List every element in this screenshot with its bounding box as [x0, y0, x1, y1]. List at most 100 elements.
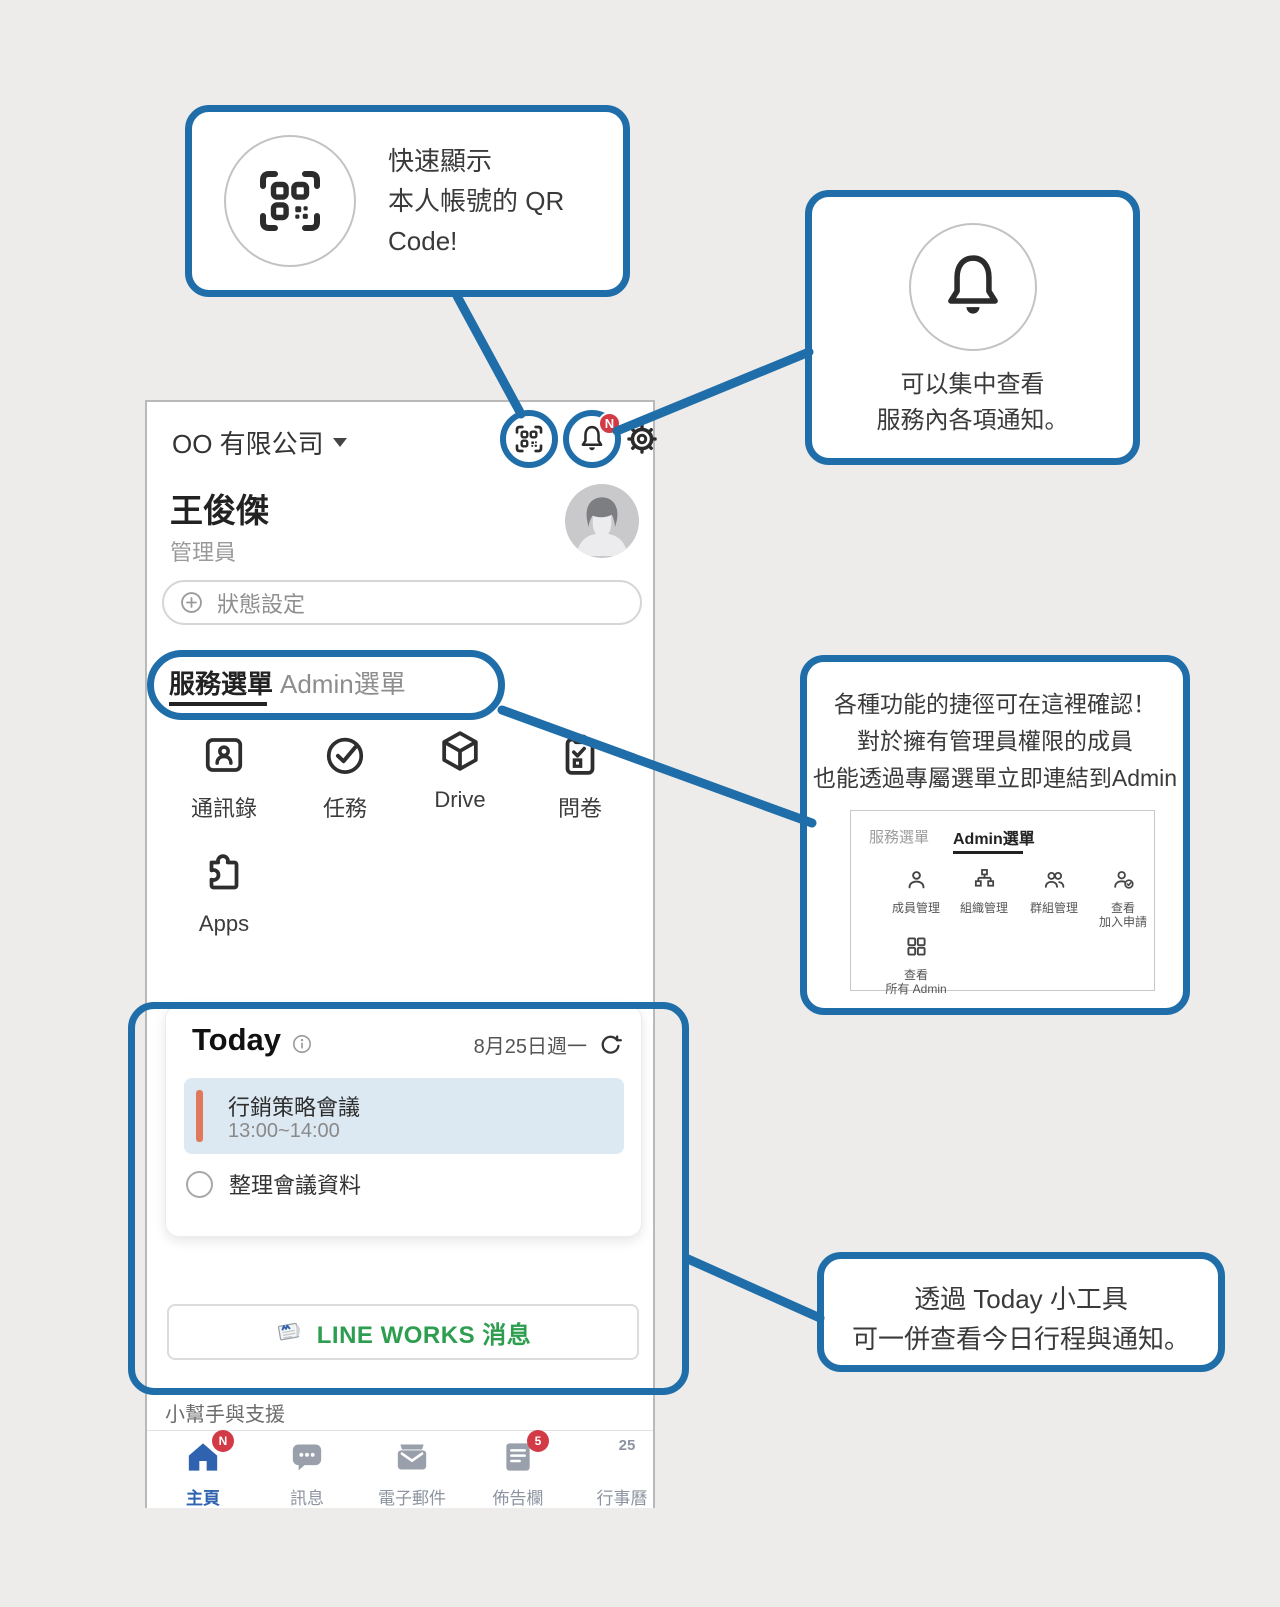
- mini-item-label: 查看所有 Admin: [885, 968, 947, 996]
- phone-home-screen: OO 有限公司 N: [145, 400, 657, 1509]
- service-label: Drive: [434, 787, 486, 812]
- mail-icon: [397, 1444, 427, 1470]
- user-name: 王俊傑: [170, 492, 269, 529]
- nav-label: 訊息: [290, 1489, 324, 1508]
- mini-item-label: 組織管理: [959, 901, 1008, 915]
- divider: [147, 1430, 653, 1431]
- admin-menu-preview: 服務選單 Admin選單 成員管理 組織管理: [850, 810, 1155, 996]
- callout-admin-line2: 對於擁有管理員權限的成員: [857, 728, 1133, 754]
- event-time: 13:00~14:00: [228, 1120, 340, 1142]
- avatar[interactable]: [565, 484, 639, 558]
- callout-qr-line1: 快速顯示: [388, 146, 493, 176]
- callout-notification-line1: 可以集中查看: [900, 371, 1045, 398]
- company-name: OO 有限公司: [172, 429, 324, 459]
- plus-circle-icon: [181, 592, 202, 613]
- qr-code-icon: [515, 425, 543, 453]
- mini-item-join-requests: 查看加入申請: [1086, 866, 1160, 929]
- nav-board[interactable]: 5 佈告欄: [470, 1430, 566, 1509]
- service-label: 通訊錄: [190, 796, 257, 821]
- nav-mail[interactable]: 電子郵件: [364, 1437, 460, 1509]
- helper-section-title: 小幫手與支援: [165, 1404, 285, 1426]
- mini-tab-admin: Admin選單: [953, 831, 1035, 848]
- bottom-nav: N 主頁 訊息: [147, 1430, 653, 1509]
- callout-today: 透過 Today 小工具 可一併查看今日行程與通知。: [817, 1252, 1225, 1372]
- chat-bubble-icon: [292, 1444, 322, 1471]
- todo-item: 整理會議資料: [186, 1168, 361, 1200]
- nav-calendar[interactable]: 25 行事曆: [574, 1437, 670, 1509]
- people-icon: [1044, 871, 1064, 888]
- service-apps[interactable]: Apps: [169, 850, 279, 937]
- mini-item-members: 成員管理: [879, 866, 953, 915]
- mini-tab-underline: [953, 851, 1023, 854]
- service-label: Apps: [198, 911, 250, 936]
- survey-clipboard-icon: [565, 734, 595, 775]
- status-setting-input[interactable]: 狀態設定: [162, 580, 642, 625]
- service-survey[interactable]: 問卷: [525, 730, 635, 823]
- callout-admin-line3: 也能透過專屬選單立即連結到Admin: [812, 765, 1178, 791]
- user-role: 管理員: [170, 540, 237, 565]
- settings-button[interactable]: [624, 421, 660, 457]
- todo-checkbox[interactable]: [186, 1170, 213, 1198]
- home-icon: [188, 1443, 218, 1471]
- callout-today-line1: 透過 Today 小工具: [914, 1284, 1128, 1314]
- nav-label: 佈告欄: [492, 1489, 544, 1508]
- nav-label: 主頁: [186, 1489, 220, 1508]
- event-color-bar: [196, 1090, 203, 1142]
- qr-circle: [224, 135, 356, 267]
- bell-icon: [947, 255, 998, 314]
- person-check-icon: [1113, 871, 1134, 889]
- notification-badge: N: [598, 412, 621, 435]
- person-silhouette-icon: [576, 497, 628, 556]
- company-selector[interactable]: OO 有限公司: [172, 424, 347, 461]
- callout-admin: 各種功能的捷徑可在這裡確認！ 對於擁有管理員權限的成員 也能透過專屬選單立即連結…: [800, 655, 1190, 1015]
- board-badge: 5: [527, 1430, 549, 1452]
- mini-item-label: 成員管理: [891, 901, 940, 915]
- info-icon[interactable]: [290, 1032, 314, 1056]
- task-check-icon: [326, 737, 364, 774]
- person-icon: [908, 871, 924, 889]
- bell-icon: [581, 425, 603, 451]
- mini-tab-service: 服務選單: [869, 829, 930, 846]
- callout-qr: 快速顯示 本人帳號的 QR Code!: [185, 105, 630, 297]
- today-widget: Today 8月25日週一 行銷策略會議: [165, 1005, 642, 1237]
- today-date: 8月25日週一: [473, 1036, 587, 1058]
- status-setting-label: 狀態設定: [217, 591, 306, 617]
- mini-item-groups: 群組管理: [1017, 866, 1091, 915]
- callout-notification: 可以集中查看 服務內各項通知。: [805, 190, 1140, 465]
- refresh-icon: [601, 1034, 622, 1054]
- today-title: Today: [192, 1022, 281, 1057]
- tab-service-menu[interactable]: 服務選單: [169, 669, 274, 699]
- bell-circle: [908, 223, 1037, 351]
- home-badge: N: [212, 1430, 234, 1452]
- org-chart-icon: [974, 869, 994, 887]
- callout-notification-line2: 服務內各項通知。: [876, 407, 1069, 434]
- refresh-button[interactable]: [597, 1032, 623, 1058]
- mini-item-label: 群組管理: [1029, 901, 1078, 915]
- puzzle-icon: [209, 854, 239, 890]
- service-label: 問卷: [557, 796, 602, 821]
- line-works-news-button[interactable]: LINE WORKS 消息: [167, 1304, 639, 1360]
- callout-admin-line1: 各種功能的捷徑可在這裡確認！: [834, 691, 1156, 717]
- callout-qr-line2: 本人帳號的 QR Code!: [388, 186, 565, 256]
- service-label: 任務: [322, 796, 367, 821]
- mini-item-org: 組織管理: [947, 866, 1021, 915]
- bulletin-icon: [506, 1443, 530, 1471]
- tab-admin-menu[interactable]: Admin選單: [280, 669, 406, 699]
- nav-message[interactable]: 訊息: [259, 1437, 355, 1509]
- calendar-event[interactable]: 行銷策略會議 13:00~14:00: [184, 1078, 624, 1154]
- todo-label: 整理會議資料: [229, 1173, 362, 1198]
- nav-label: 電子郵件: [378, 1489, 446, 1508]
- qr-code-icon: [260, 171, 320, 231]
- nav-home[interactable]: N 主頁: [155, 1430, 251, 1509]
- chevron-down-icon: [332, 438, 347, 447]
- qr-code-button[interactable]: [500, 410, 558, 468]
- service-tasks[interactable]: 任務: [290, 730, 400, 823]
- contacts-icon: [205, 738, 243, 772]
- notification-button[interactable]: N: [563, 410, 621, 468]
- news-button-label: LINE WORKS 消息: [316, 1321, 532, 1349]
- event-title: 行銷策略會議: [228, 1095, 361, 1120]
- mini-item-label: 查看加入申請: [1098, 901, 1147, 929]
- service-drive[interactable]: Drive: [405, 726, 515, 813]
- service-contacts[interactable]: 通訊錄: [169, 730, 279, 823]
